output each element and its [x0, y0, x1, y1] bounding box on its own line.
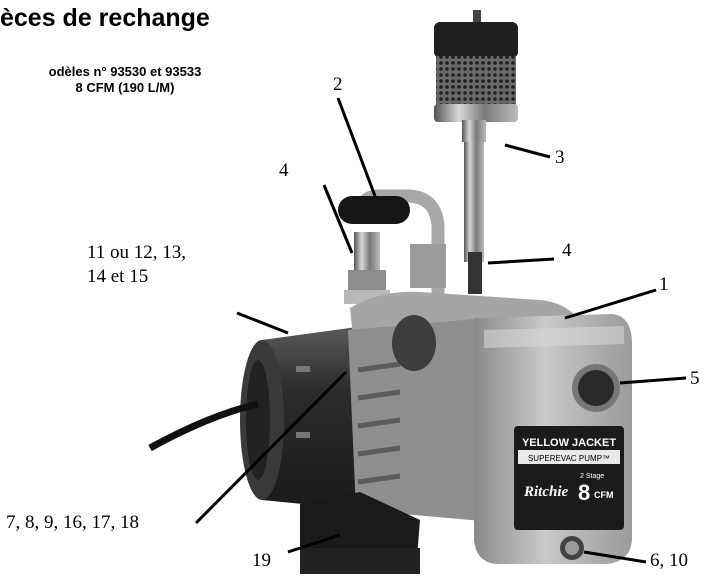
callout-2: 2: [333, 74, 343, 95]
callout-11-line2: 14 et 15: [87, 266, 149, 287]
exhaust-filter: [434, 10, 518, 294]
pump-body: [348, 291, 632, 564]
callout-3: 3: [555, 147, 565, 168]
leader-7: [194, 370, 348, 525]
label-brand: YELLOW JACKET: [522, 437, 616, 449]
pump-handle: [338, 189, 446, 300]
label-model: SUPEREVAC PUMP™: [528, 454, 610, 463]
callout-4-right: 4: [562, 240, 572, 261]
model-numbers: odèles n° 93530 et 93533: [48, 64, 202, 79]
leader-4-right: [487, 257, 555, 265]
page-title: èces de rechange: [0, 4, 210, 32]
label-cfm-value: 8: [578, 480, 590, 505]
leader-19: [287, 533, 341, 554]
label-stage: 2 Stage: [580, 473, 604, 480]
model-subtitle: odèles n° 93530 et 93533 8 CFM (190 L/M): [0, 64, 250, 96]
leader-5: [619, 376, 687, 385]
intake-fitting: [344, 232, 390, 304]
pump-motor: [148, 326, 364, 510]
callout-1: 1: [659, 274, 669, 295]
pump-label: YELLOW JACKET SUPEREVAC PUMP™ Ritchie 2 …: [514, 426, 624, 530]
callout-4-left: 4: [279, 160, 289, 181]
pump-skid: [300, 492, 420, 574]
leader-3: [504, 143, 551, 159]
leader-4-left: [322, 184, 354, 254]
callout-7: 7, 8, 9, 16, 17, 18: [6, 512, 139, 533]
label-logo: Ritchie: [523, 484, 569, 500]
leader-11: [236, 311, 289, 335]
callout-6: 6, 10: [650, 550, 688, 571]
callout-19: 19: [252, 550, 271, 571]
label-cfm-unit: CFM: [594, 490, 614, 500]
callout-5: 5: [690, 368, 700, 389]
leader-1: [564, 288, 657, 320]
leader-2: [336, 97, 377, 197]
model-capacity: 8 CFM (190 L/M): [75, 80, 175, 95]
leader-lines: [194, 97, 687, 564]
callout-11-line1: 11 ou 12, 13,: [87, 242, 187, 263]
leader-6: [583, 550, 647, 564]
